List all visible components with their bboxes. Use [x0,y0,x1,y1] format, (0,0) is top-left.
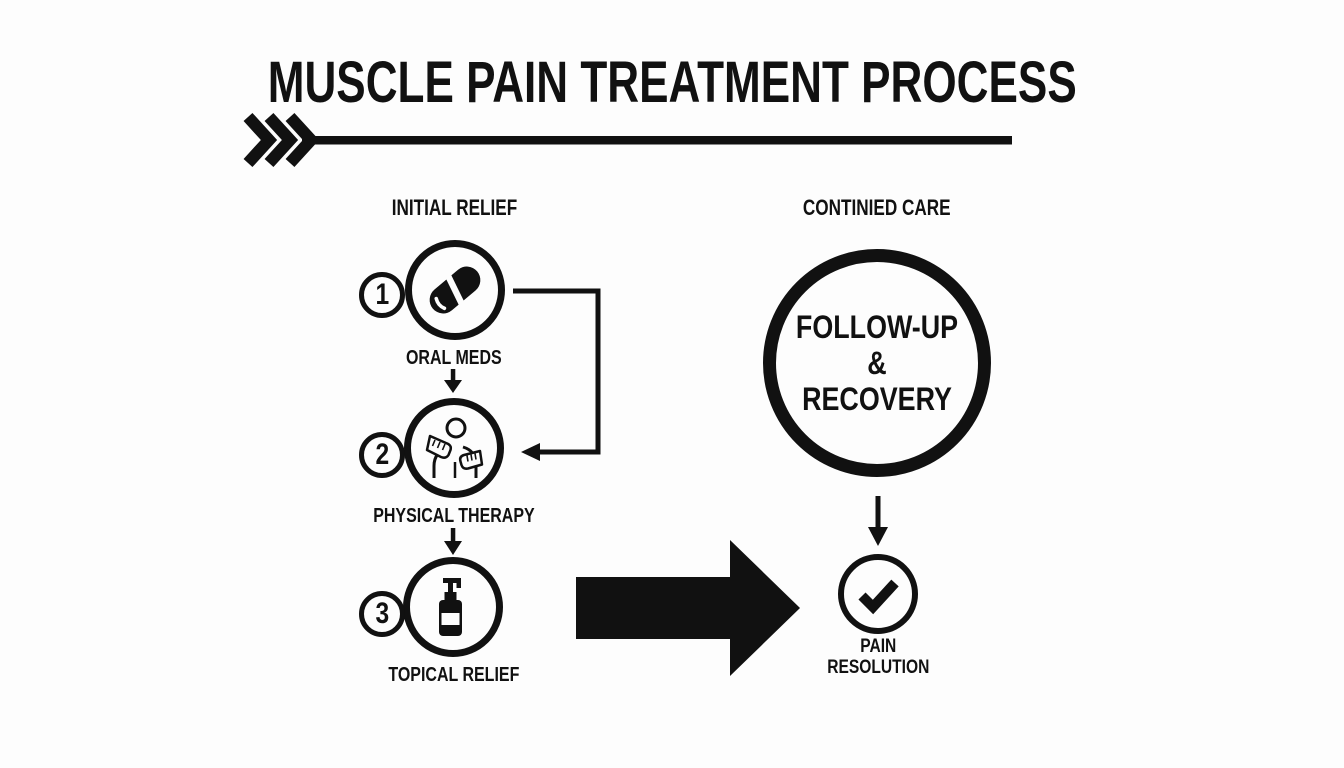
lotion-pump-icon [439,578,462,636]
step-circle-topical-relief [403,557,503,657]
step-label-oral-meds: ORAL MEDS [406,347,502,369]
down-arrow-icon-3 [868,496,888,546]
step-label-physical-therapy: PHYSICAL THERAPY [373,505,535,527]
followup-recovery-label: FOLLOW-UP & RECOVERY [795,308,959,418]
step-label-topical-relief: TOPICAL RELIEF [388,664,520,686]
step-number-badge-1: 1 [359,272,405,318]
header-arrow [243,112,1012,168]
step-circle-physical-therapy [404,398,504,498]
section-heading-continued: CONTINIED CARE [803,195,951,220]
timeline-rule [302,136,1012,145]
step-number-badge-2: 2 [359,432,405,478]
chevrons-icon [243,112,320,168]
followup-recovery-circle: FOLLOW-UP & RECOVERY [763,249,991,477]
step-number-badge-3: 3 [359,591,405,637]
down-arrow-icon-1 [444,369,462,393]
connector-arrow-step1-step2 [513,288,601,461]
big-right-arrow-icon [576,540,800,676]
pain-resolution-circle [838,554,918,634]
pill-icon [429,266,481,314]
down-arrow-icon-2 [444,528,462,555]
step-circle-oral-meds [405,240,505,340]
section-heading-initial: INITIAL RELIEF [391,195,517,220]
page-title: MUSCLE PAIN TREATMENT PROCESS [0,49,1344,115]
pain-resolution-label: PAIN RESOLUTION [826,636,930,679]
page-title-text: MUSCLE PAIN TREATMENT PROCESS [267,49,1077,115]
massage-icon [425,417,484,478]
checkmark-icon [858,579,899,615]
